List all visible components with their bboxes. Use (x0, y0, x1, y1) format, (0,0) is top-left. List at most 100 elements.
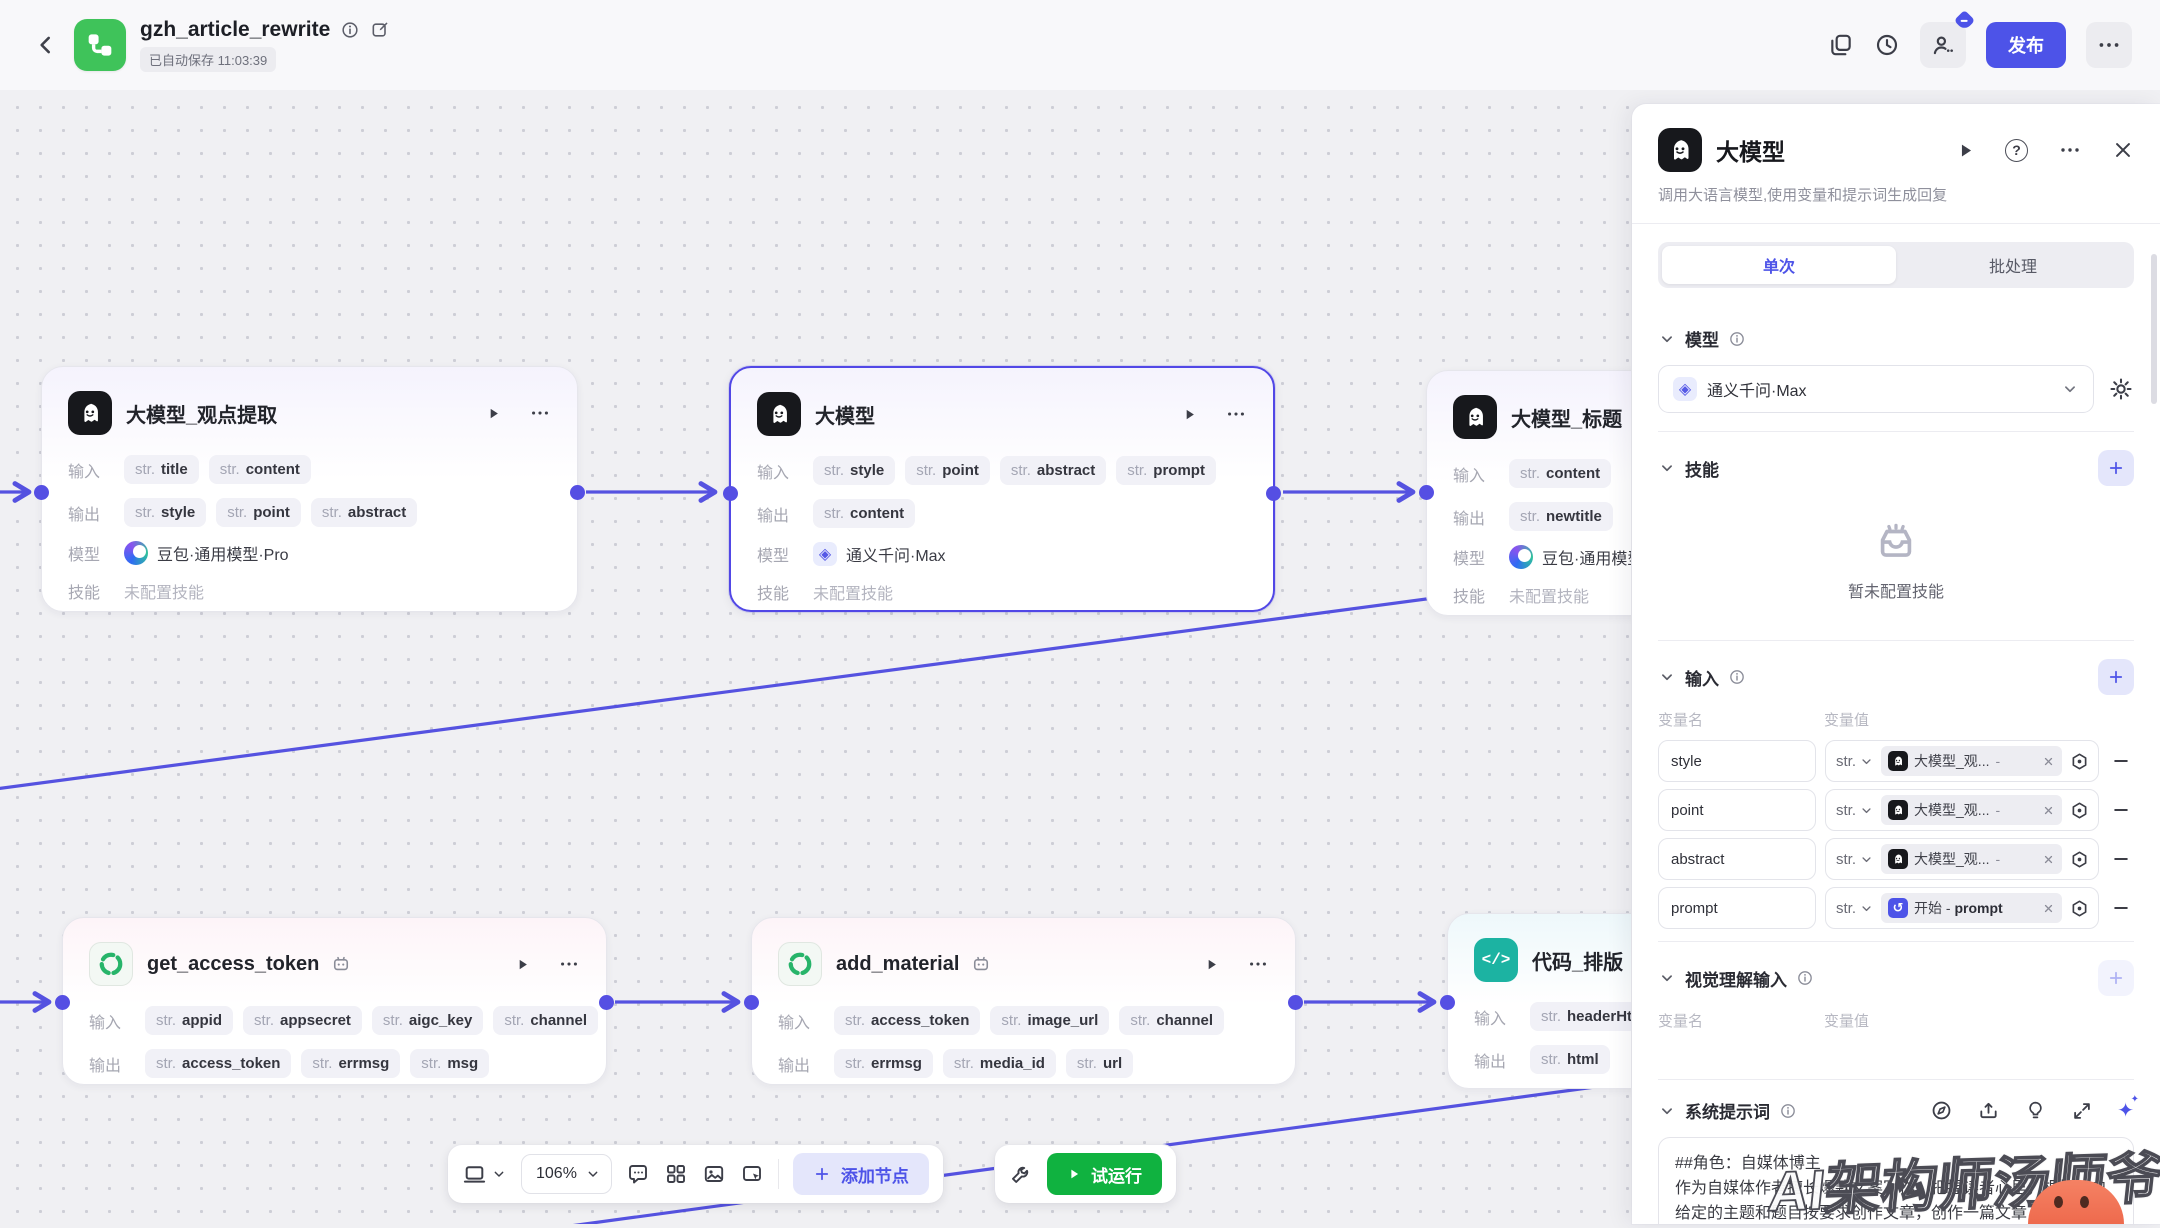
idea-icon[interactable] (2024, 1099, 2047, 1122)
add-vision-input-button[interactable] (2098, 960, 2134, 996)
run-toolbar: 试运行 (995, 1145, 1176, 1203)
comment-icon[interactable] (626, 1162, 650, 1186)
node-more-icon[interactable] (558, 953, 580, 975)
variable-value-control[interactable]: str.大模型_观...- (1825, 740, 2099, 782)
node-picker-icon[interactable] (2069, 849, 2090, 870)
collaborators-button[interactable] (1920, 9, 1976, 68)
output-port[interactable] (1266, 486, 1281, 501)
node-more-icon[interactable] (1225, 403, 1247, 425)
node-more-icon[interactable] (1247, 953, 1269, 975)
output-port[interactable] (1288, 995, 1303, 1010)
zoom-level-select[interactable]: 106% (521, 1154, 612, 1194)
variable-type-select[interactable]: str. (1836, 753, 1874, 770)
plugin-node-icon (89, 942, 133, 986)
chevron-down-icon[interactable] (1658, 330, 1676, 348)
clear-reference-icon[interactable] (2042, 853, 2055, 866)
image-icon[interactable] (702, 1162, 726, 1186)
variable-value-control[interactable]: str.大模型_观...- (1825, 838, 2099, 880)
variable-type-select[interactable]: str. (1836, 802, 1874, 819)
compass-icon[interactable] (1930, 1099, 1953, 1122)
panel-scrollbar[interactable] (2151, 254, 2157, 404)
remove-variable-icon[interactable] (2108, 849, 2134, 869)
variable-type-select[interactable]: str. (1836, 900, 1874, 917)
tab-batch[interactable]: 批处理 (1988, 259, 2037, 276)
variable-chip: str.url (1065, 1049, 1134, 1078)
node-actions (486, 402, 551, 424)
more-menu-button[interactable] (2086, 22, 2132, 68)
panel-close-icon[interactable] (2112, 139, 2134, 161)
node-picker-icon[interactable] (2069, 751, 2090, 772)
variable-name-input[interactable]: prompt (1658, 887, 1816, 929)
node-picker-icon[interactable] (2069, 898, 2090, 919)
node-picker-icon[interactable] (2069, 800, 2090, 821)
remove-variable-icon[interactable] (2108, 751, 2134, 771)
add-node-button[interactable]: 添加节点 (792, 1153, 929, 1195)
model-select[interactable]: ◈ 通义千问·Max (1658, 365, 2094, 413)
run-node-icon[interactable] (1956, 141, 1975, 160)
variable-type-select[interactable]: str. (1836, 851, 1874, 868)
node-play-icon[interactable] (515, 957, 530, 972)
help-icon[interactable]: ? (2005, 138, 2028, 162)
variable-chip: str.appsecret (243, 1006, 362, 1035)
clear-reference-icon[interactable] (2042, 804, 2055, 817)
back-button[interactable] (26, 25, 66, 65)
duplicate-icon[interactable] (1828, 32, 1854, 58)
panel-more-icon[interactable] (2058, 138, 2082, 162)
chevron-down-icon[interactable] (1658, 1102, 1676, 1120)
add-skill-button[interactable] (2098, 450, 2134, 486)
ai-optimize-icon[interactable]: ✦✦ (2117, 1094, 2139, 1122)
chevron-down-icon[interactable] (1658, 969, 1676, 987)
remove-variable-icon[interactable] (2108, 800, 2134, 820)
node-play-icon[interactable] (1182, 407, 1197, 422)
variable-chip: str.aigc_key (371, 1006, 484, 1035)
history-icon[interactable] (1874, 32, 1900, 58)
node-play-icon[interactable] (486, 406, 501, 421)
input-port[interactable] (744, 995, 759, 1010)
add-input-button[interactable] (2098, 659, 2134, 695)
divider (1658, 431, 2134, 432)
chevron-down-icon[interactable] (1658, 668, 1676, 686)
publish-button[interactable]: 发布 (1986, 22, 2066, 68)
skill-empty-text: 未配置技能 (124, 585, 205, 602)
reference-text: 大模型_观... (1914, 802, 1990, 818)
variable-value-control[interactable]: str.↺开始 - prompt (1825, 887, 2099, 929)
node-play-icon[interactable] (1204, 957, 1219, 972)
edit-title-icon[interactable] (370, 20, 390, 40)
workflow-title: gzh_article_rewrite (140, 18, 331, 41)
import-prompt-icon[interactable] (1977, 1099, 2000, 1122)
input-port[interactable] (723, 486, 738, 501)
variable-name-input[interactable]: point (1658, 789, 1816, 831)
remove-variable-icon[interactable] (2108, 898, 2134, 918)
clear-reference-icon[interactable] (2042, 755, 2055, 768)
clear-reference-icon[interactable] (2042, 902, 2055, 915)
tab-single[interactable]: 单次 (1662, 246, 1896, 284)
input-port[interactable] (1440, 995, 1455, 1010)
variable-value-control[interactable]: str.大模型_观...- (1825, 789, 2099, 831)
input-port[interactable] (1419, 485, 1434, 500)
chevron-down-icon[interactable] (1658, 459, 1676, 477)
input-port[interactable] (34, 485, 49, 500)
auto-layout-icon[interactable] (664, 1162, 688, 1186)
test-run-button[interactable]: 试运行 (1047, 1153, 1162, 1195)
node-more-icon[interactable] (529, 402, 551, 424)
view-mode-button[interactable] (462, 1162, 507, 1187)
output-port[interactable] (599, 995, 614, 1010)
output-port[interactable] (570, 485, 585, 500)
expand-icon[interactable] (2071, 1100, 2093, 1122)
variable-name-input[interactable]: style (1658, 740, 1816, 782)
input-port[interactable] (55, 995, 70, 1010)
annotation-icon[interactable] (740, 1162, 764, 1186)
model-settings-gear-icon[interactable] (2108, 376, 2134, 402)
variable-name-input[interactable]: abstract (1658, 838, 1816, 880)
wrench-icon[interactable] (1009, 1162, 1033, 1186)
info-icon[interactable] (340, 20, 360, 40)
